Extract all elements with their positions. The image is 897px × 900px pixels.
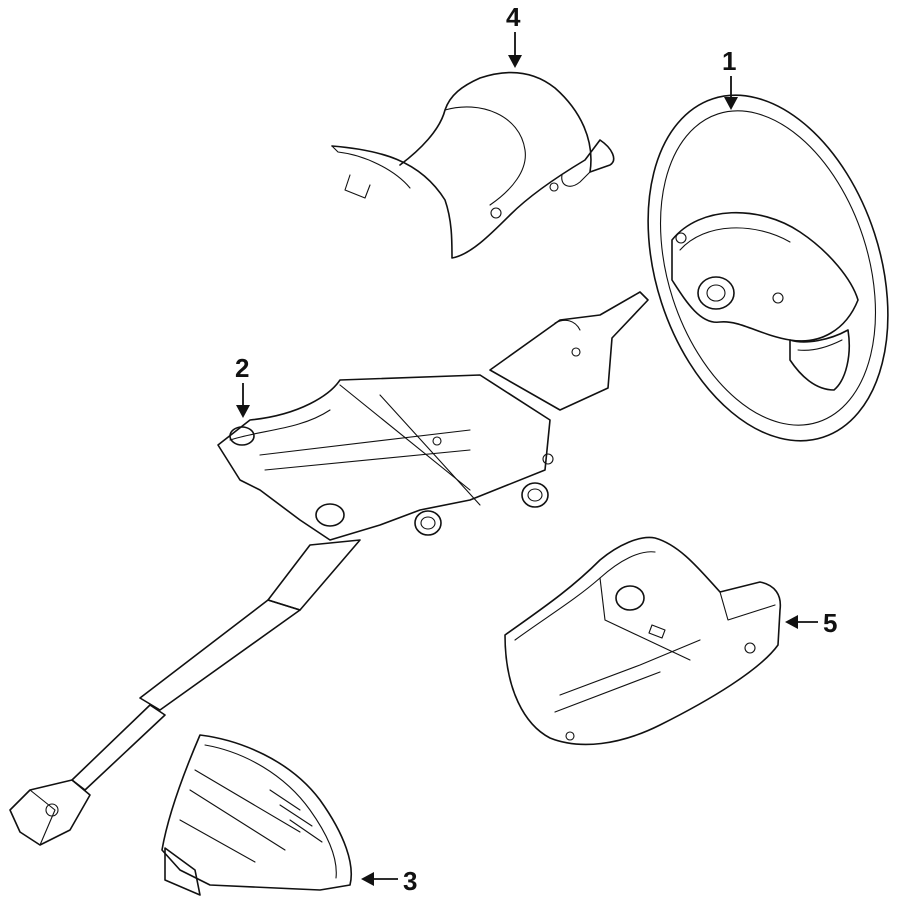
callout-1-label: 1 <box>722 46 736 76</box>
callout-3-label: 3 <box>403 866 417 896</box>
callout-5: 5 <box>785 608 837 638</box>
callout-3: 3 <box>361 866 417 896</box>
part-upper-shroud <box>331 71 615 259</box>
callout-2: 2 <box>235 353 250 418</box>
part-steering-column <box>9 291 649 846</box>
callout-5-label: 5 <box>823 608 837 638</box>
part-lower-shroud <box>504 536 782 746</box>
part-steering-wheel <box>647 94 889 442</box>
part-clock-spring <box>161 734 352 896</box>
callout-4: 4 <box>506 2 522 68</box>
callout-2-label: 2 <box>235 353 249 383</box>
callout-4-label: 4 <box>506 2 521 32</box>
callout-1: 1 <box>722 46 738 110</box>
